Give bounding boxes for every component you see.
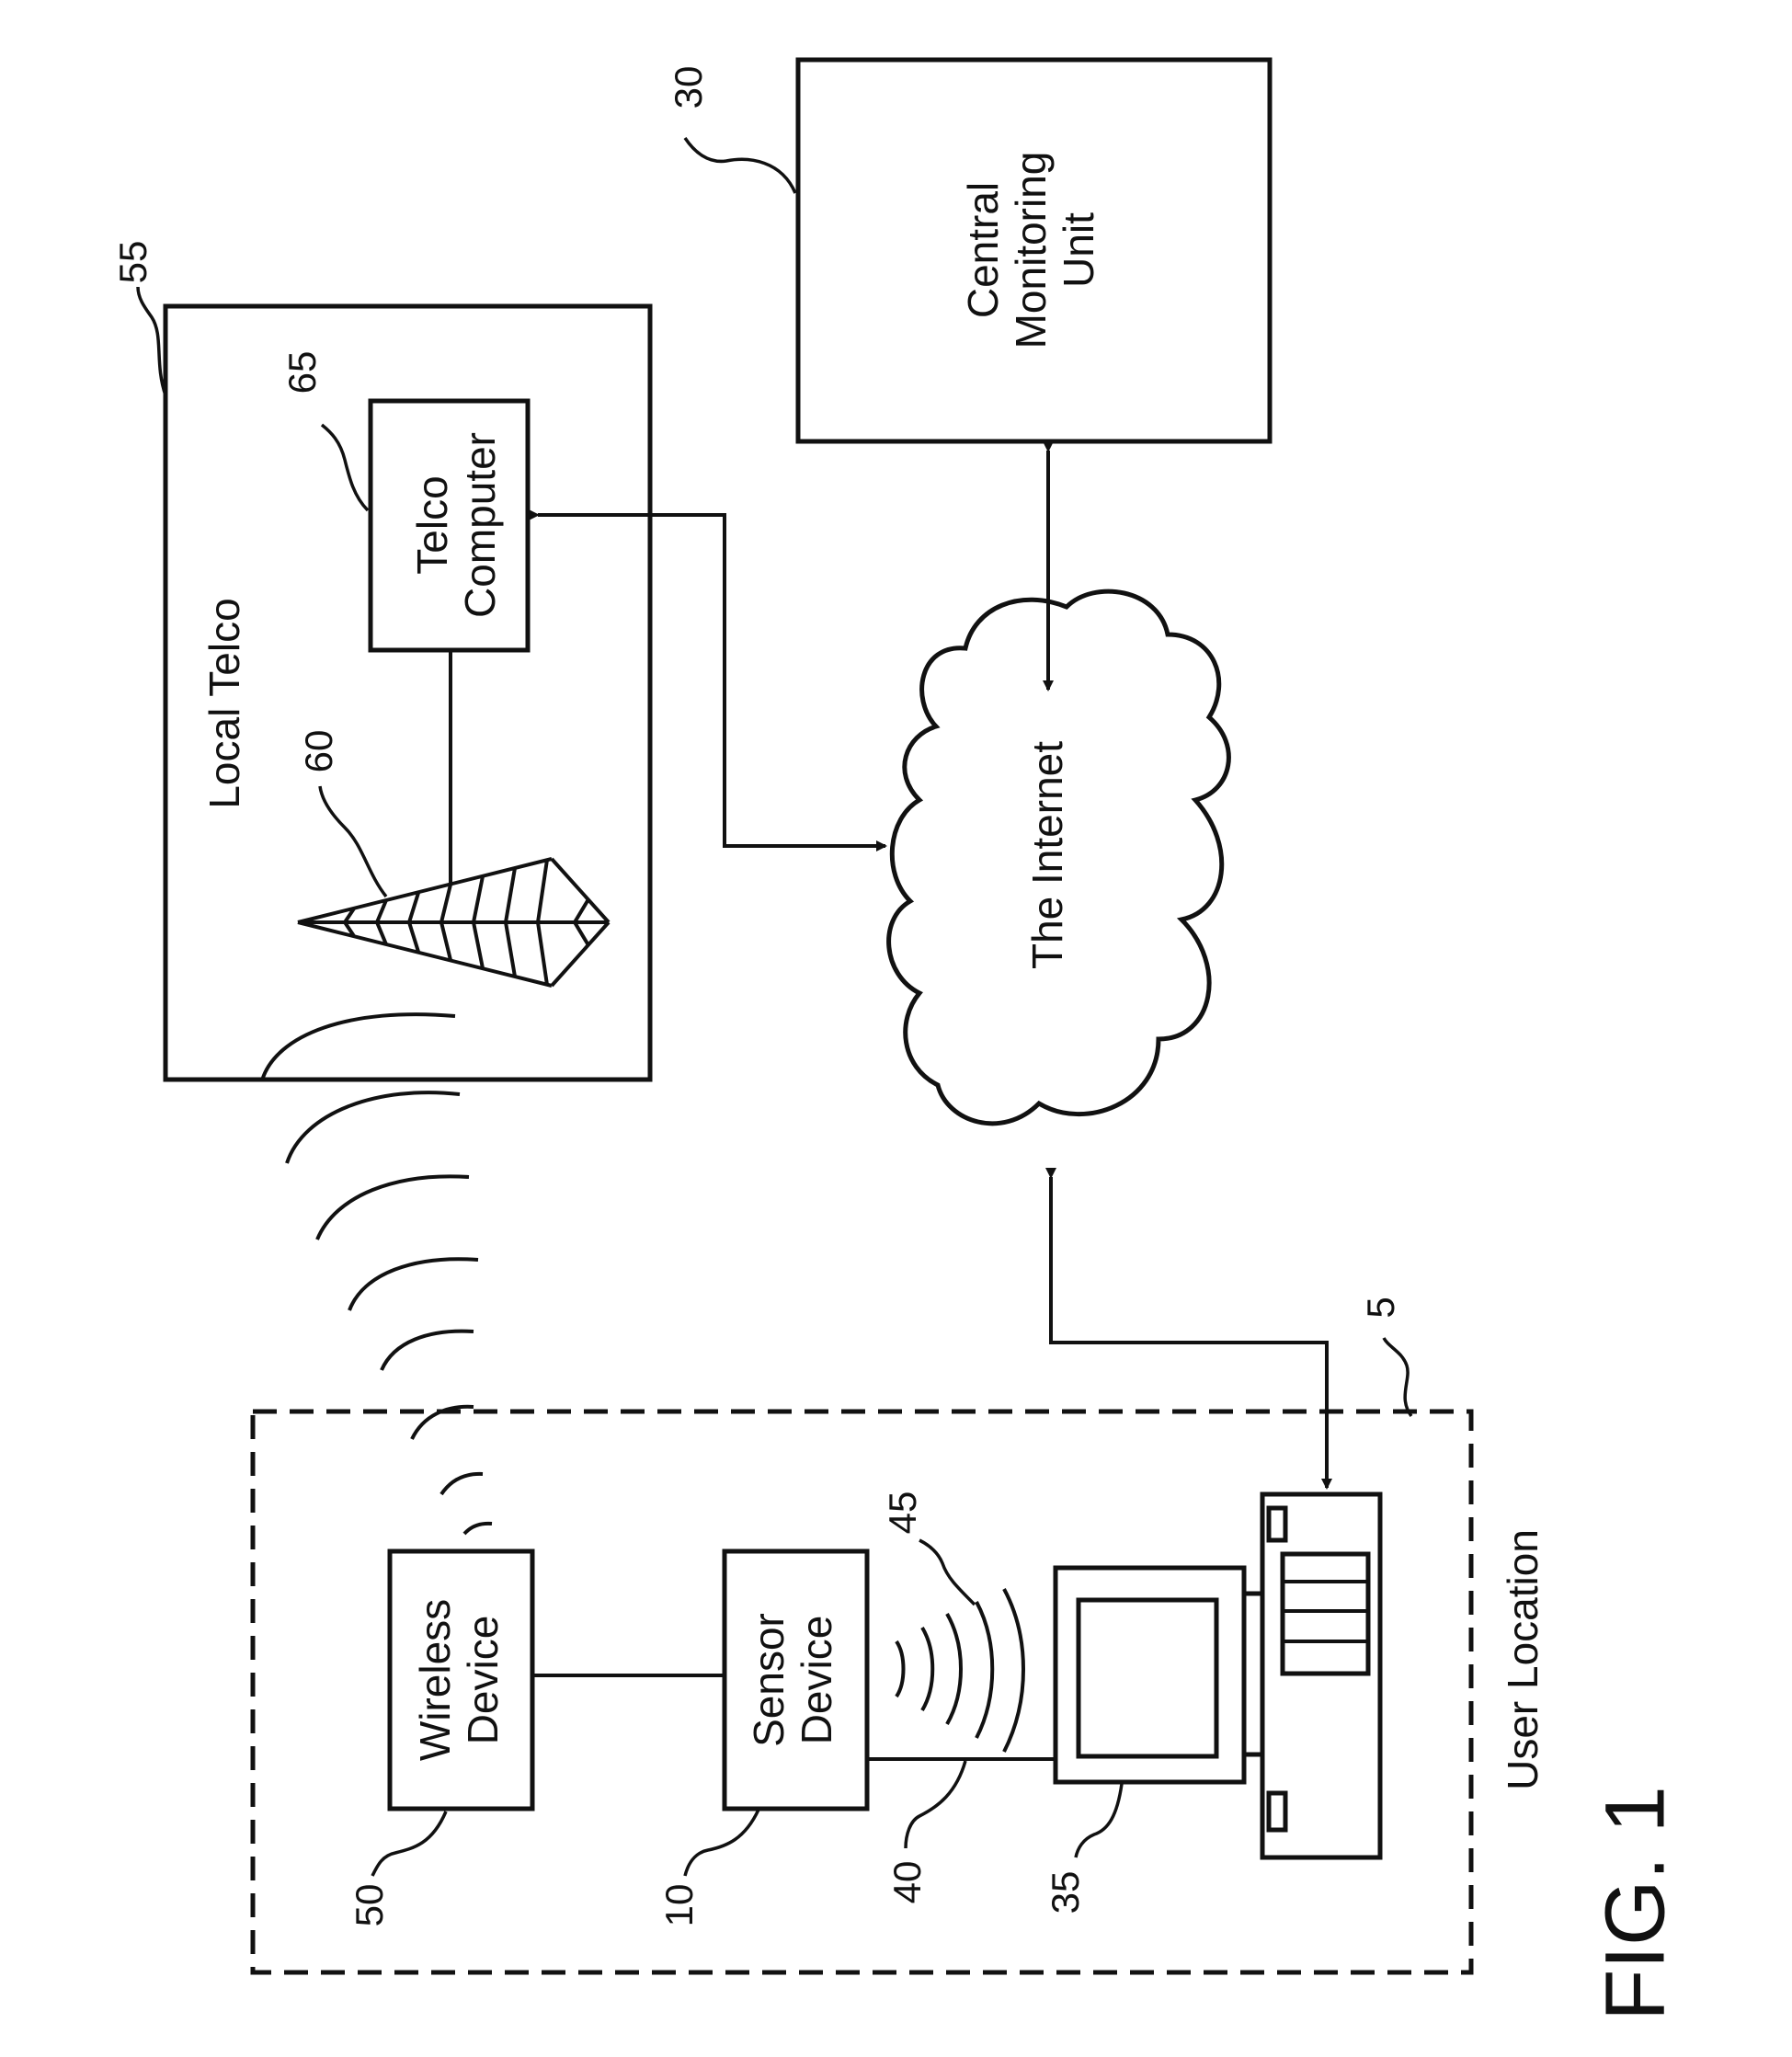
- ref-10: 10: [657, 1884, 701, 1927]
- leader-10: [685, 1810, 759, 1876]
- local-telco-title: Local Telco: [200, 598, 248, 808]
- user-location-title: User Location: [1499, 1529, 1547, 1790]
- leader-30: [685, 138, 795, 193]
- short-range-waves-icon: [896, 1589, 1023, 1752]
- ref-50: 50: [348, 1884, 391, 1927]
- radio-waves-icon: [262, 1014, 492, 1534]
- telco-computer-line1: Telco: [408, 475, 456, 574]
- ref-35: 35: [1044, 1871, 1087, 1914]
- ref-5: 5: [1359, 1297, 1402, 1318]
- telco-internet-arrow: [538, 515, 885, 846]
- wireless-device-line1: Wireless: [411, 1599, 459, 1761]
- figure-caption: FIG. 1: [1588, 1786, 1682, 2021]
- leader-60: [320, 786, 386, 897]
- antenna-tower-icon: [298, 859, 609, 986]
- leader-35: [1076, 1784, 1122, 1857]
- ref-30: 30: [667, 66, 710, 109]
- leader-45: [919, 1540, 975, 1605]
- wireless-device-line2: Device: [459, 1616, 507, 1745]
- central-monitoring-unit-line2: Monitoring: [1007, 152, 1055, 349]
- leader-5: [1384, 1338, 1411, 1416]
- personal-computer-icon: [1056, 1494, 1380, 1857]
- central-monitoring-unit-line3: Unit: [1055, 212, 1102, 288]
- ref-55: 55: [111, 241, 154, 284]
- sensor-device-line2: Device: [793, 1616, 840, 1745]
- leader-55: [138, 287, 166, 395]
- ref-45: 45: [881, 1491, 924, 1535]
- leader-40: [906, 1761, 965, 1848]
- leader-50: [372, 1811, 446, 1876]
- ref-40: 40: [885, 1861, 929, 1904]
- computer-internet-arrow: [1051, 1177, 1327, 1488]
- ref-65: 65: [280, 351, 324, 394]
- internet-label: The Internet: [1023, 741, 1071, 969]
- telco-computer-line2: Computer: [456, 432, 504, 618]
- sensor-device-line1: Sensor: [745, 1613, 793, 1747]
- ref-60: 60: [297, 730, 340, 773]
- central-monitoring-unit-line1: Central: [959, 182, 1007, 318]
- leader-65: [322, 425, 368, 510]
